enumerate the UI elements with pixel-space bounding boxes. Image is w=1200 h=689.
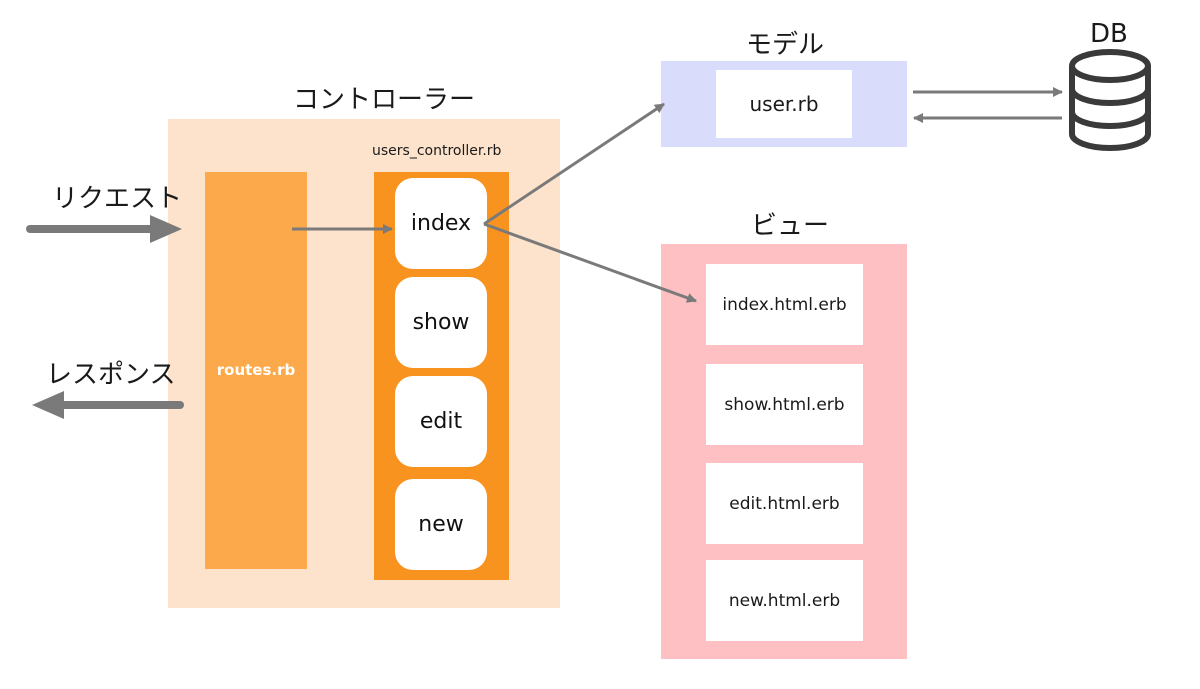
arrow-index-to-model <box>483 102 665 226</box>
controller-title: コントローラー <box>293 85 476 115</box>
routes-box <box>205 172 307 569</box>
view-file-show: show.html.erb <box>706 364 863 445</box>
database-icon <box>1069 49 1151 151</box>
action-show: show <box>395 277 487 368</box>
request-label: リクエスト <box>52 184 183 214</box>
view-title: ビュー <box>751 211 830 241</box>
action-edit: edit <box>395 376 487 467</box>
view-file-new: new.html.erb <box>706 560 863 641</box>
routes-label: routes.rb <box>216 361 296 379</box>
action-new: new <box>395 479 487 570</box>
response-arrow <box>32 391 184 419</box>
db-label: DB <box>1090 19 1128 49</box>
view-file-edit: edit.html.erb <box>706 463 863 544</box>
arrow-index-to-view <box>483 222 697 303</box>
model-file-user-rb: user.rb <box>716 70 852 138</box>
response-label: レスポンス <box>46 360 176 390</box>
action-index: index <box>395 178 487 269</box>
view-file-index: index.html.erb <box>706 264 863 345</box>
users-controller-label: users_controller.rb <box>372 143 502 159</box>
model-title: モデル <box>746 30 825 60</box>
request-arrow <box>26 215 182 243</box>
